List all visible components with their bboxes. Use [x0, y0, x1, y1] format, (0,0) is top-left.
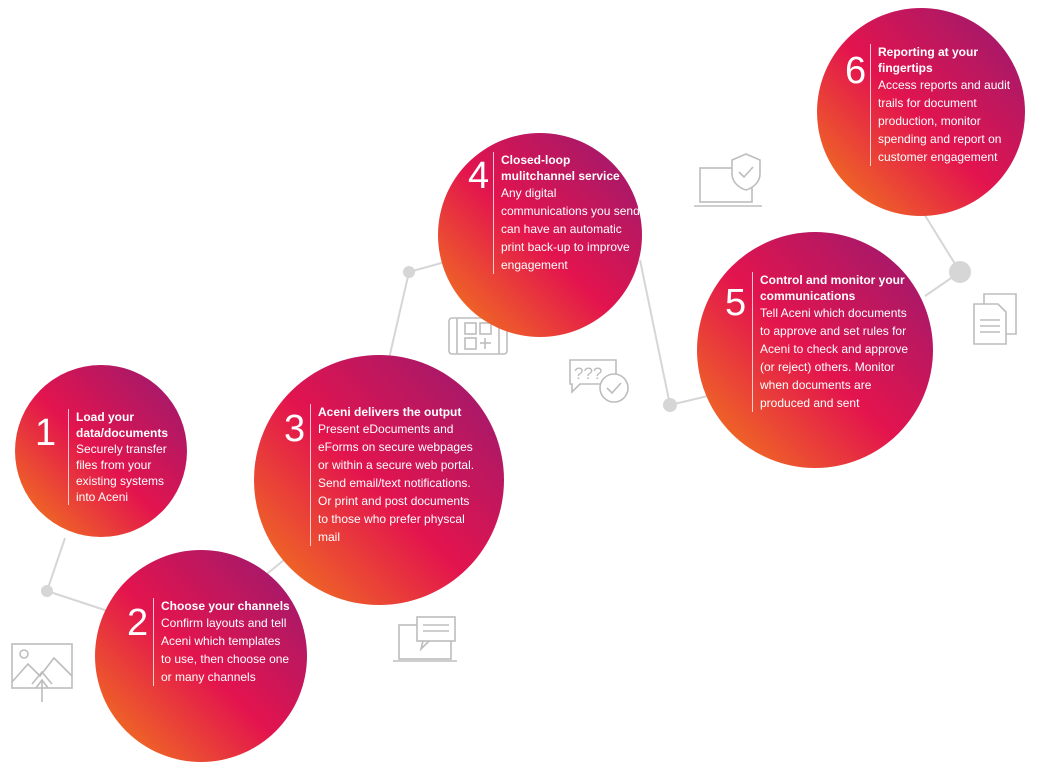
step-title: Control and monitor your communications	[760, 273, 905, 303]
step-1-circle: 1 Load your data/documents Securely tran…	[15, 365, 187, 537]
connector-dot	[403, 266, 415, 278]
step-body: Present eDocuments and eForms on secure …	[318, 422, 475, 544]
laptop-chat-icon	[393, 616, 457, 662]
question-check-icon: ???	[569, 359, 629, 403]
laptop-shield-icon	[694, 153, 762, 207]
step-number: 1	[35, 412, 57, 454]
step-number: 6	[845, 50, 867, 92]
image-upload-icon	[11, 643, 73, 702]
step-body: Any digital communications you send can …	[501, 186, 640, 272]
step-title: Load your data/documents	[76, 410, 169, 440]
step-text: Control and monitor your communications …	[752, 272, 920, 412]
step-number: 2	[127, 602, 149, 644]
connector-dot	[663, 398, 677, 412]
step-text: Choose your channels Confirm layouts and…	[153, 598, 291, 686]
step-text: Aceni delivers the output Present eDocum…	[310, 404, 478, 546]
step-text: Load your data/documents Securely transf…	[68, 409, 182, 505]
step-number: 4	[468, 155, 490, 197]
documents-icon	[973, 293, 1017, 345]
connector-dot	[41, 585, 53, 597]
step-title: Choose your channels	[161, 599, 290, 613]
step-4-circle: 4 Closed-loop mulitchannel service Any d…	[438, 133, 642, 337]
step-body: Tell Aceni which documents to approve an…	[760, 306, 909, 410]
step-3-circle: 3 Aceni delivers the output Present eDoc…	[254, 355, 504, 605]
step-text: Reporting at your fingertips Access repo…	[870, 44, 1018, 166]
step-body: Securely transfer files from your existi…	[76, 442, 167, 504]
step-body: Access reports and audit trails for docu…	[878, 78, 1011, 164]
step-number: 3	[284, 408, 306, 450]
step-title: Closed-loop mulitchannel service	[501, 153, 620, 183]
step-6-circle: 6 Reporting at your fingertips Access re…	[817, 8, 1025, 216]
step-number: 5	[725, 282, 747, 324]
step-text: Closed-loop mulitchannel service Any dig…	[493, 152, 641, 274]
connector-dot	[949, 261, 971, 283]
step-title: Reporting at your fingertips	[878, 45, 979, 75]
step-2-circle: 2 Choose your channels Confirm layouts a…	[95, 550, 307, 762]
step-title: Aceni delivers the output	[318, 405, 462, 419]
step-body: Confirm layouts and tell Aceni which tem…	[161, 616, 290, 684]
svg-text:???: ???	[574, 364, 602, 383]
step-5-circle: 5 Control and monitor your communication…	[697, 232, 933, 468]
